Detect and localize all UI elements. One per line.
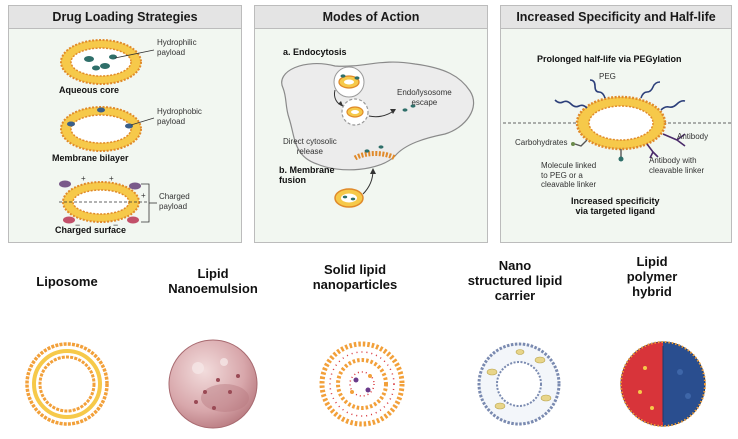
panel-title: Modes of Action — [255, 6, 487, 29]
carrier-label-nanoemulsion: Lipid Nanoemulsion — [168, 266, 258, 296]
carrier-label-hybrid: Lipid polymer hybrid — [626, 254, 678, 299]
peg-label: PEG — [599, 72, 616, 81]
svg-text:+: + — [141, 191, 146, 200]
endocytosis-label: a. Endocytosis — [283, 47, 347, 57]
prolonged-halflife-label: Prolonged half-life via PEGylation — [537, 54, 682, 64]
hydrophobic-payload-label: Hydrophobic payload — [157, 107, 202, 126]
charged-surface-label: Charged surface — [55, 225, 127, 235]
panel-specificity: Increased Specificity and Half-life Prol… — [500, 5, 732, 243]
carrier-label-solid-lipid: Solid lipid nanoparticles — [312, 262, 398, 292]
antibody-label: Antibody — [677, 132, 709, 141]
membrane-bilayer-label: Membrane bilayer — [52, 153, 129, 163]
aqueous-core-label: Aqueous core — [59, 85, 120, 95]
pegylated-liposome-icon — [503, 79, 731, 162]
membrane-fusion-label: b. Membrane fusion — [279, 165, 335, 185]
molecule-linked-label: Molecule linked to PEG or a cleavable li… — [541, 161, 597, 189]
carbohydrates-label: Carbohydrates — [515, 138, 568, 147]
svg-text:+: + — [109, 174, 114, 183]
carrier-label-nanostructured: Nano structured lipid carrier — [467, 258, 563, 303]
svg-text:+: + — [81, 174, 86, 183]
increased-specificity-label: Increased specificity via targeted ligan… — [571, 196, 660, 216]
panel-title: Increased Specificity and Half-life — [501, 6, 731, 29]
direct-release-label: Direct cytosolic release — [283, 137, 337, 156]
aqueous-core-liposome-icon: + + + − − — [59, 39, 157, 230]
antibody-linker-label: Antibody with cleavable linker — [649, 156, 705, 175]
carrier-label-liposome: Liposome — [36, 274, 98, 289]
panel-title: Drug Loading Strategies — [9, 6, 241, 29]
escape-label: Endo/lysosome escape — [397, 88, 452, 107]
panel-drug-loading: Drug Loading Strategies + + + − − Hydrop… — [8, 5, 242, 243]
svg-text:−: − — [75, 220, 80, 230]
svg-text:−: − — [113, 220, 118, 230]
hydrophilic-payload-label: Hydrophilic payload — [157, 38, 197, 57]
charged-payload-label: Charged payload — [159, 192, 190, 211]
cell-diagram-icon — [281, 61, 475, 208]
panel-modes-of-action: Modes of Action a. Endocytosis Endo/lyso… — [254, 5, 488, 243]
